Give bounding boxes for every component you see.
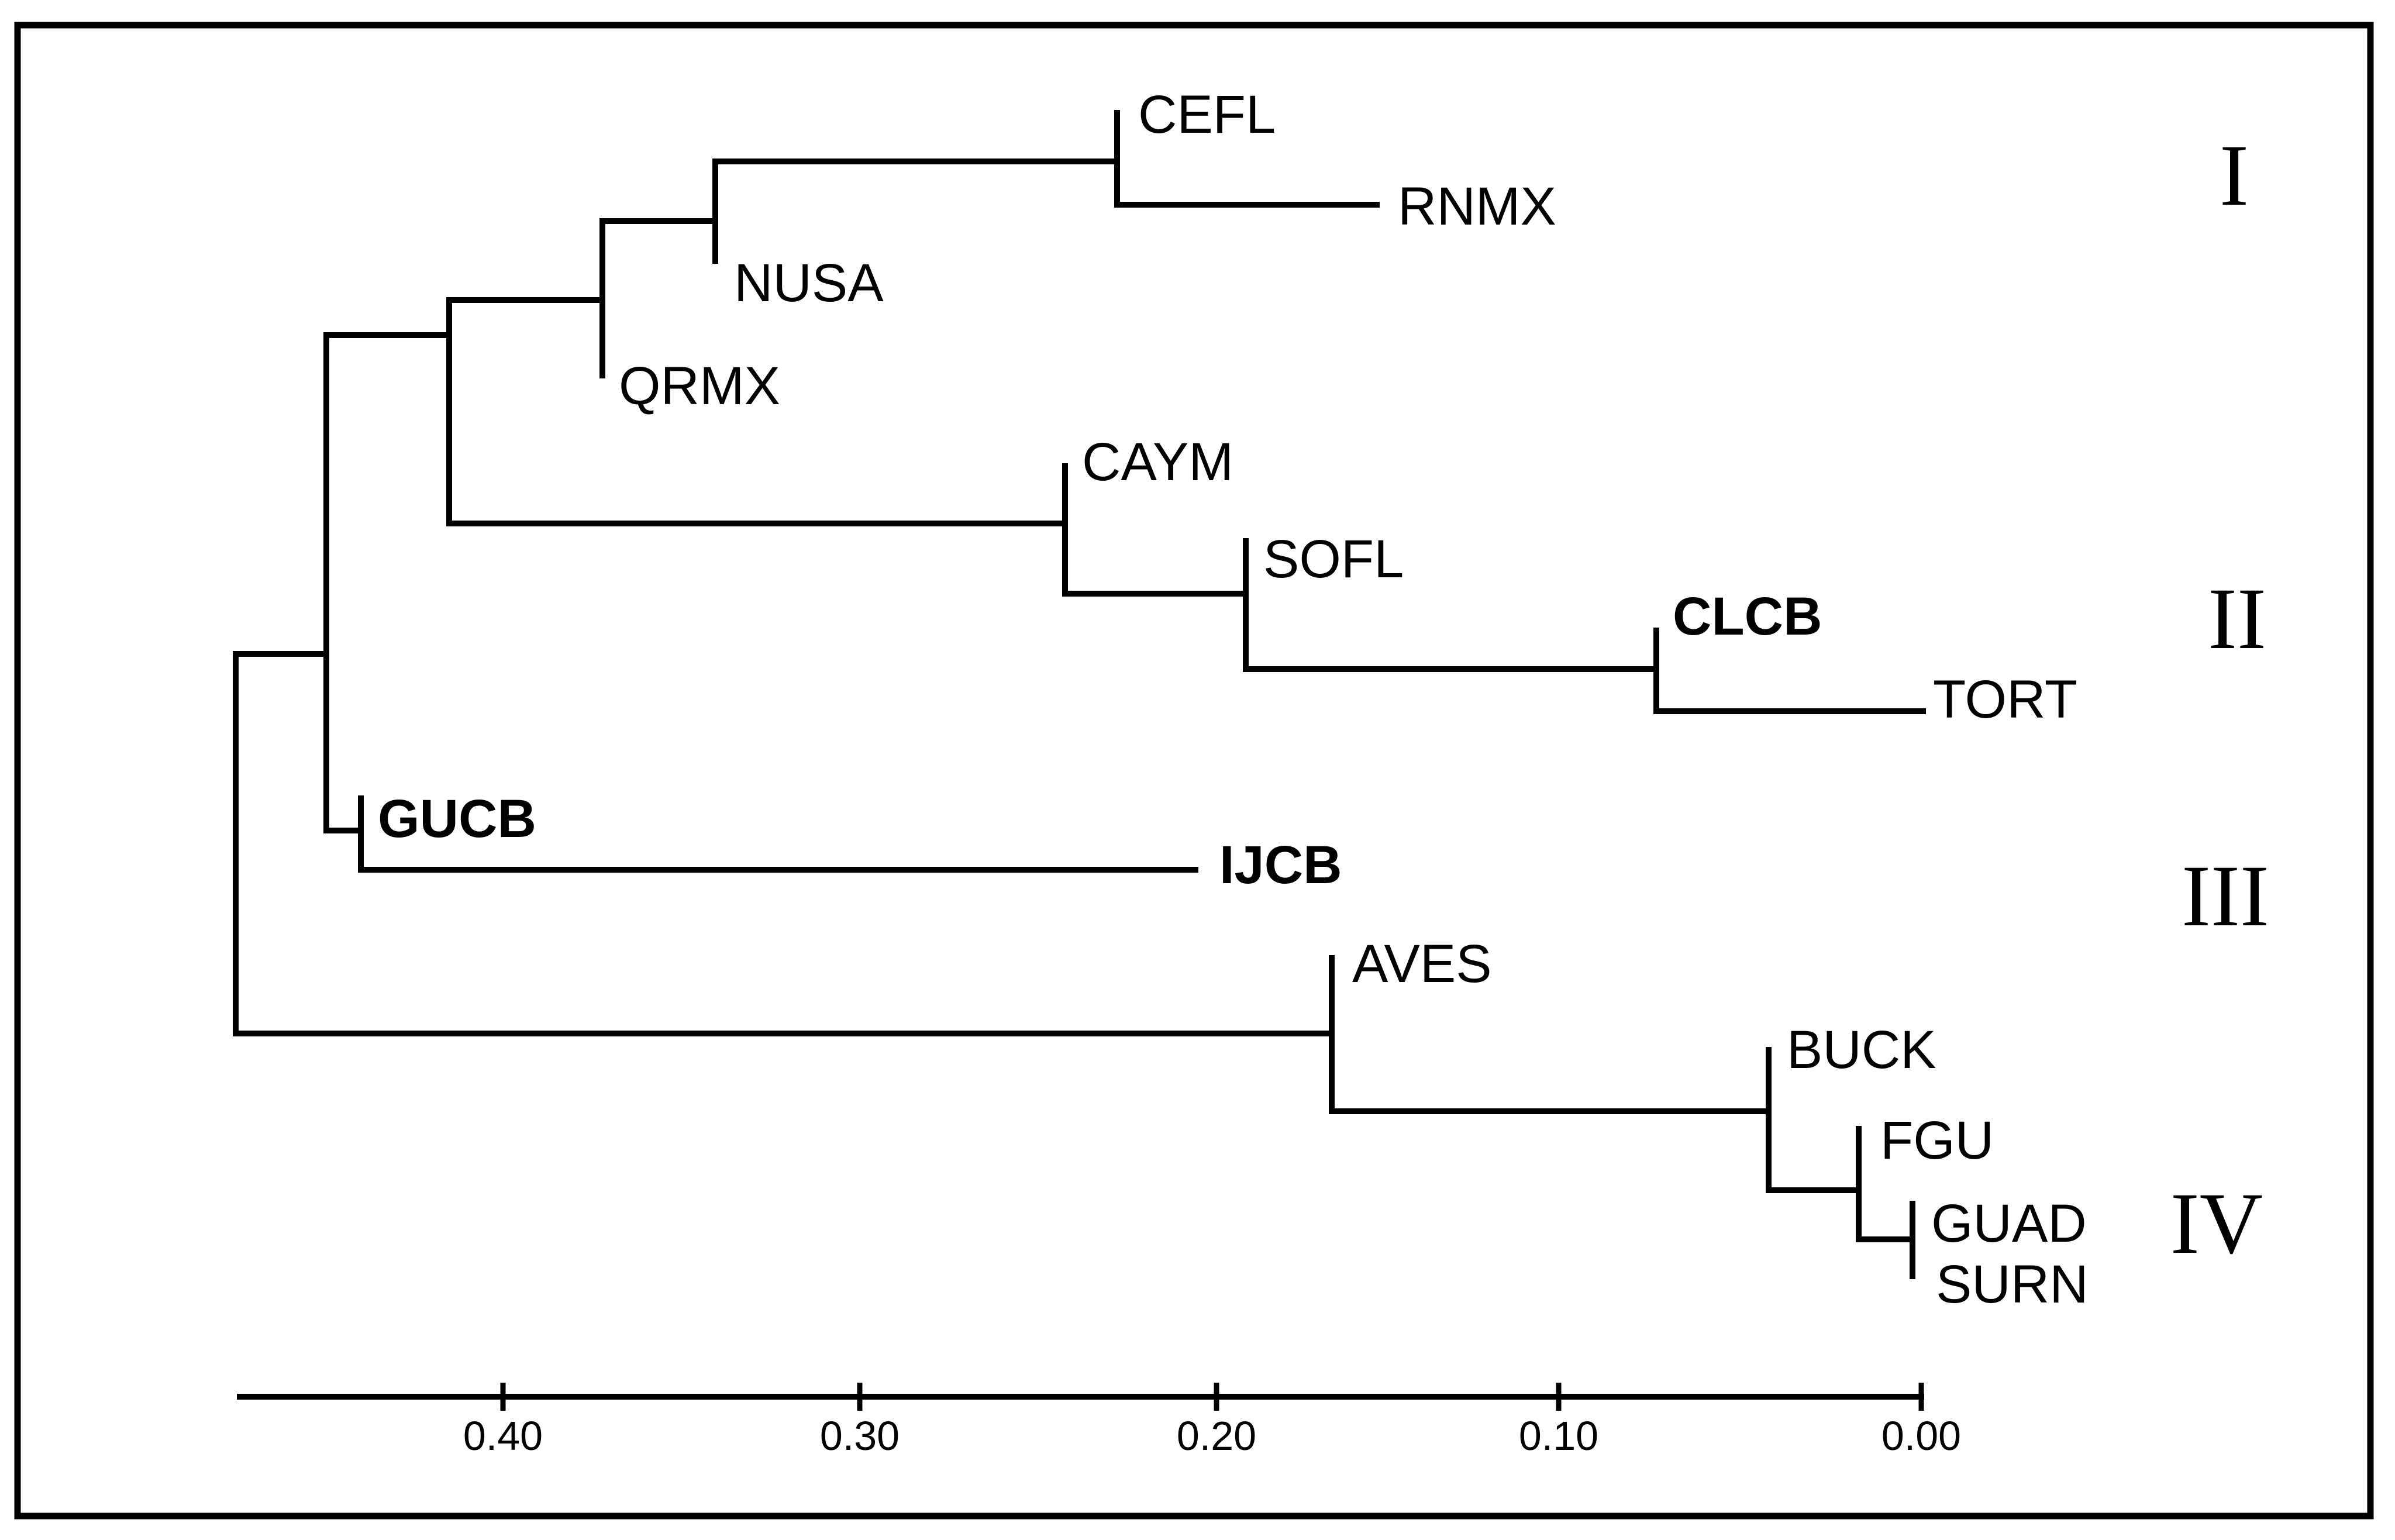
- taxon-label-fgu: FGU: [1880, 1111, 1994, 1170]
- taxon-label-gucb: GUCB: [378, 789, 536, 849]
- taxon-label-aves: AVES: [1352, 934, 1492, 994]
- taxon-label-rnmx: RNMX: [1398, 177, 1556, 236]
- taxon-label-caym: CAYM: [1082, 432, 1233, 492]
- scale-tick-label-0.40: 0.40: [463, 1413, 543, 1459]
- taxon-label-buck: BUCK: [1787, 1020, 1936, 1080]
- taxon-label-guad: GUAD: [1931, 1194, 2087, 1253]
- taxon-label-tort: TORT: [1933, 670, 2077, 729]
- tree-branches: [233, 110, 1926, 1279]
- taxon-labels: CEFL RNMX NUSA QRMX CAYM SOFL CLCB TORT GUCB IJCB…: [378, 85, 2089, 1314]
- taxon-label-nusa: NUSA: [734, 253, 884, 313]
- group-label-iii: III: [2182, 847, 2269, 945]
- scale-tick-label-0.10: 0.10: [1519, 1413, 1598, 1459]
- taxon-label-cefl: CEFL: [1138, 85, 1276, 144]
- scale-tick-label-0.30: 0.30: [820, 1413, 900, 1459]
- taxon-label-surn: SURN: [1936, 1255, 2089, 1314]
- taxon-label-ijcb: IJCB: [1219, 835, 1342, 895]
- scale-tick-label-0.00: 0.00: [1881, 1413, 1961, 1459]
- scale-tick-label-0.20: 0.20: [1177, 1413, 1256, 1459]
- figure-border: [14, 22, 2374, 1520]
- group-label-ii: II: [2208, 570, 2266, 667]
- group-label-i: I: [2220, 127, 2249, 224]
- taxon-label-qrmx: QRMX: [619, 356, 780, 416]
- taxon-label-sofl: SOFL: [1263, 529, 1404, 589]
- scale-bar: 0.40 0.30 0.20 0.10 0.00: [237, 1383, 1961, 1459]
- taxon-label-clcb: CLCB: [1673, 587, 1822, 646]
- group-label-iv: IV: [2170, 1175, 2263, 1272]
